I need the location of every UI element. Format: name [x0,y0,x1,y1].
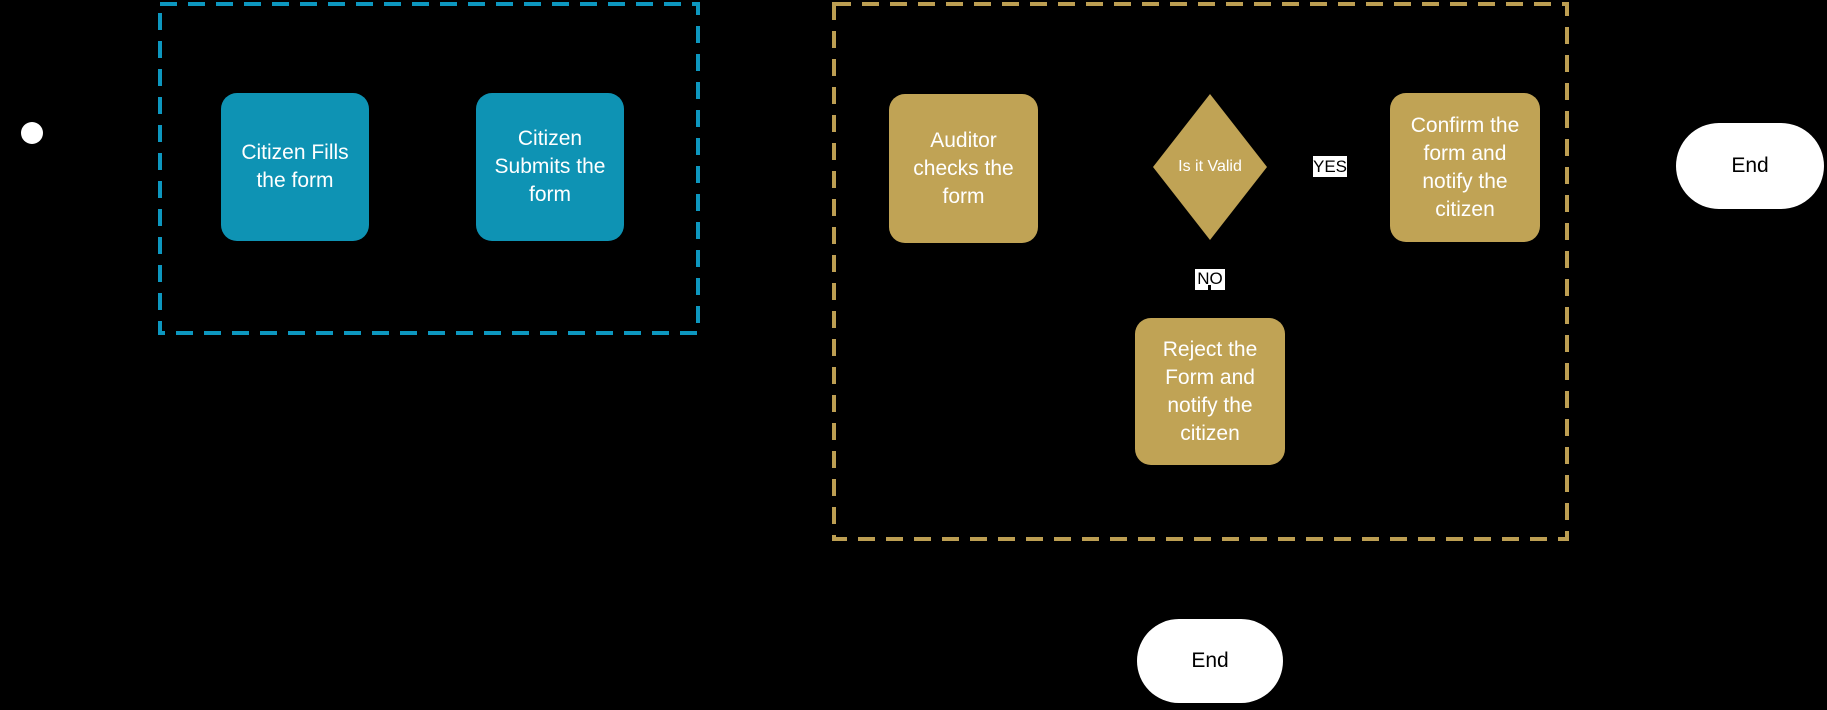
end-node-label: End [1191,649,1229,672]
node-label: Confirm the form and notify the citizen [1410,113,1520,221]
decision-diamond-label: Is it Valid [1153,157,1267,176]
end-node-label: End [1731,154,1769,177]
edge-label-yes: YES [1313,156,1347,177]
node-confirm-and-notify: Confirm the form and notify the citizen [1390,93,1540,242]
node-citizen-fills-form: Citizen Fills the form [221,93,369,241]
node-label: Is it Valid [1178,158,1242,175]
node-label: Reject the Form and notify the citizen [1162,337,1258,445]
decision-diamond [1153,94,1267,240]
end-node-right: End [1676,123,1824,209]
citizen-group-container [158,2,700,335]
start-event-circle [21,122,43,144]
edge-label-text: NO [1197,268,1223,288]
node-label: Citizen Fills the form [241,141,349,192]
node-citizen-submits-form: Citizen Submits the form [476,93,624,241]
edge-label-text: YES [1312,157,1348,176]
node-label: Citizen Submits the form [494,127,606,206]
node-reject-and-notify: Reject the Form and notify the citizen [1135,318,1285,465]
node-label: Auditor checks the form [913,128,1014,208]
auditor-group-container [832,2,1569,541]
node-auditor-checks-form: Auditor checks the form [889,94,1038,243]
edge-label-no: NO [1195,269,1225,290]
end-node-bottom: End [1137,619,1283,703]
connector-line-tick [1208,285,1211,291]
